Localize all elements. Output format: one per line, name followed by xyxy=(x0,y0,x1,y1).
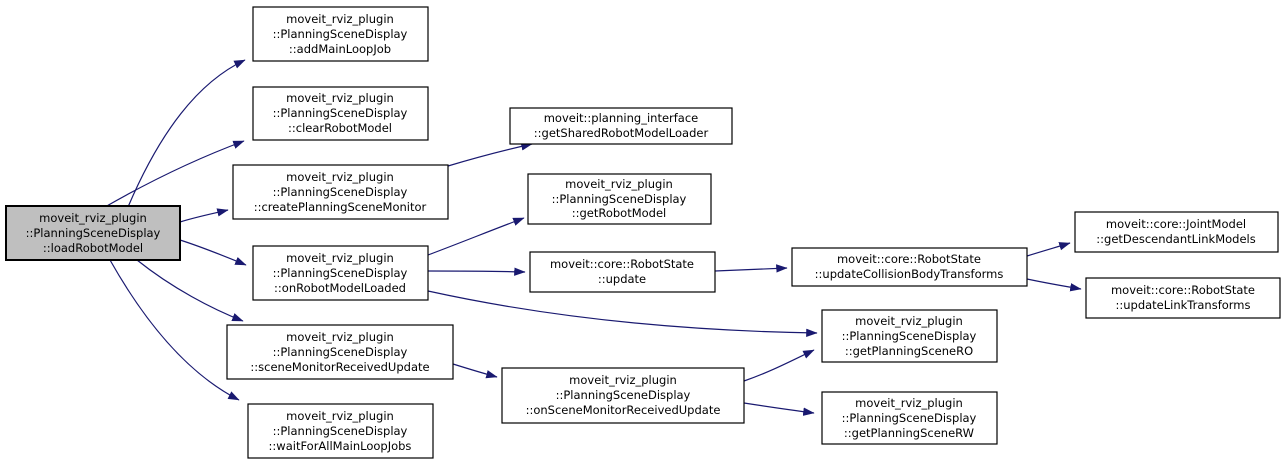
node-label-line: moveit_rviz_plugin xyxy=(286,12,394,26)
node-label-line: ::getPlanningSceneRO xyxy=(845,344,973,358)
node-label-line: ::PlanningSceneDisplay xyxy=(26,226,161,240)
node-label-line: ::getDescendantLinkModels xyxy=(1096,232,1255,246)
node-box[interactable] xyxy=(1074,211,1279,253)
edge-updateCollisionBodyTransforms-getDescendantLinkModels xyxy=(1026,242,1071,257)
edge-loadRobotModel-waitForAllMainLoopJobs xyxy=(109,259,240,401)
node-label-line: moveit_rviz_plugin xyxy=(569,373,677,387)
node-label-line: ::updateLinkTransforms xyxy=(1115,298,1250,312)
node-label-line: moveit_rviz_plugin xyxy=(565,177,673,191)
node-label-line: moveit_rviz_plugin xyxy=(286,409,394,423)
node-label-line: ::waitForAllMainLoopJobs xyxy=(269,439,412,453)
node-load-robot-model[interactable]: moveit_rviz_plugin ::PlanningSceneDispla… xyxy=(5,205,181,261)
node-label-line: ::loadRobotModel xyxy=(43,241,143,255)
node-box[interactable] xyxy=(529,251,716,293)
node-label-line: ::PlanningSceneDisplay xyxy=(273,266,408,280)
node-get-descendant-link-models[interactable]: moveit::core::JointModel ::getDescendant… xyxy=(1074,211,1279,253)
node-box[interactable] xyxy=(527,173,712,225)
node-label-line: ::PlanningSceneDisplay xyxy=(273,424,408,438)
node-box[interactable] xyxy=(252,6,429,62)
edge-onSceneMonitorReceivedUpdate-getPlanningSceneRO xyxy=(743,349,815,382)
node-label-line: moveit_rviz_plugin xyxy=(286,330,394,344)
node-label-line: moveit_rviz_plugin xyxy=(286,170,394,184)
node-label-line: ::PlanningSceneDisplay xyxy=(273,106,408,120)
node-label-line: moveit_rviz_plugin xyxy=(855,396,963,410)
node-label-line: moveit_rviz_plugin xyxy=(855,314,963,328)
node-wait-for-all-main-loop-jobs[interactable]: moveit_rviz_plugin ::PlanningSceneDispla… xyxy=(247,403,434,459)
node-label-line: ::getRobotModel xyxy=(572,206,667,220)
node-label-line: ::addMainLoopJob xyxy=(289,42,391,56)
node-label-line: ::PlanningSceneDisplay xyxy=(556,388,691,402)
edge-update-updateCollisionBodyTransforms xyxy=(714,264,788,273)
edge-layer xyxy=(104,59,1082,416)
node-label-line: ::PlanningSceneDisplay xyxy=(273,185,408,199)
node-box[interactable] xyxy=(5,205,181,261)
edge-onRobotModelLoaded-getPlanningSceneRO xyxy=(427,290,818,338)
node-label-line: ::onSceneMonitorReceivedUpdate xyxy=(526,403,721,417)
node-box[interactable] xyxy=(501,367,745,424)
node-box[interactable] xyxy=(247,403,434,459)
edge-onRobotModelLoaded-update xyxy=(427,267,526,276)
node-box[interactable] xyxy=(232,164,449,220)
node-clear-robot-model[interactable]: moveit_rviz_plugin ::PlanningSceneDispla… xyxy=(252,86,429,141)
node-box[interactable] xyxy=(509,107,733,145)
node-label-line: moveit_rviz_plugin xyxy=(286,91,394,105)
edge-loadRobotModel-createPlanningSceneMonitor xyxy=(179,208,229,223)
edge-createPlanningSceneMonitor-getSharedRobotModelLoader xyxy=(447,142,533,167)
node-label-line: moveit::core::RobotState xyxy=(1111,283,1255,297)
edge-onRobotModelLoaded-getRobotModel xyxy=(427,217,525,256)
node-box[interactable] xyxy=(252,245,429,301)
node-label-line: moveit::core::RobotState xyxy=(550,257,694,271)
node-create-planning-scene-monitor[interactable]: moveit_rviz_plugin ::PlanningSceneDispla… xyxy=(232,164,449,220)
node-label-line: ::sceneMonitorReceivedUpdate xyxy=(250,360,429,374)
edge-loadRobotModel-onRobotModelLoaded xyxy=(179,239,247,266)
edge-updateCollisionBodyTransforms-updateLinkTransforms xyxy=(1026,278,1082,292)
node-label-line: moveit_rviz_plugin xyxy=(39,211,147,225)
node-label-line: ::PlanningSceneDisplay xyxy=(552,192,687,206)
node-label-line: ::createPlanningSceneMonitor xyxy=(254,200,427,214)
node-get-planning-scene-rw[interactable]: moveit_rviz_plugin ::PlanningSceneDispla… xyxy=(821,391,998,445)
node-scene-monitor-received-update[interactable]: moveit_rviz_plugin ::PlanningSceneDispla… xyxy=(226,324,454,380)
edge-onSceneMonitorReceivedUpdate-getPlanningSceneRW xyxy=(743,402,815,416)
node-label-line: ::PlanningSceneDisplay xyxy=(273,27,408,41)
node-label-line: ::PlanningSceneDisplay xyxy=(842,329,977,343)
node-label-line: moveit_rviz_plugin xyxy=(286,251,394,265)
node-box[interactable] xyxy=(252,86,429,141)
node-add-main-loop-job[interactable]: moveit_rviz_plugin ::PlanningSceneDispla… xyxy=(252,6,429,62)
node-label-line: moveit::core::JointModel xyxy=(1106,217,1246,231)
node-box[interactable] xyxy=(226,324,454,380)
node-label-line: moveit::core::RobotState xyxy=(837,252,981,266)
node-on-robot-model-loaded[interactable]: moveit_rviz_plugin ::PlanningSceneDispla… xyxy=(252,245,429,301)
node-label-line: ::updateCollisionBodyTransforms xyxy=(815,267,1004,281)
node-label-line: ::getSharedRobotModelLoader xyxy=(534,126,709,140)
edge-loadRobotModel-addMainLoopJob xyxy=(127,59,246,208)
node-label-line: ::onRobotModelLoaded xyxy=(274,281,406,295)
node-label-line: ::PlanningSceneDisplay xyxy=(842,411,977,425)
node-box[interactable] xyxy=(821,309,998,363)
node-label-line: ::getPlanningSceneRW xyxy=(844,426,974,440)
node-box[interactable] xyxy=(821,391,998,445)
edge-sceneMonitorReceivedUpdate-onSceneMonitorReceivedUpdate xyxy=(452,363,498,379)
node-label-line: ::clearRobotModel xyxy=(288,121,392,135)
edge-loadRobotModel-sceneMonitorReceivedUpdate xyxy=(136,259,244,322)
node-box[interactable] xyxy=(1085,277,1281,319)
node-get-planning-scene-ro[interactable]: moveit_rviz_plugin ::PlanningSceneDispla… xyxy=(821,309,998,363)
node-label-line: ::PlanningSceneDisplay xyxy=(273,345,408,359)
node-label-line: ::update xyxy=(598,272,646,286)
edge-loadRobotModel-clearRobotModel xyxy=(104,140,245,208)
node-robot-state-update[interactable]: moveit::core::RobotState ::update xyxy=(529,251,716,293)
node-on-scene-monitor-received-update[interactable]: moveit_rviz_plugin ::PlanningSceneDispla… xyxy=(501,367,745,424)
node-update-collision-body-transforms[interactable]: moveit::core::RobotState ::updateCollisi… xyxy=(791,247,1028,287)
node-label-line: moveit::planning_interface xyxy=(544,111,699,125)
node-get-robot-model[interactable]: moveit_rviz_plugin ::PlanningSceneDispla… xyxy=(527,173,712,225)
node-box[interactable] xyxy=(791,247,1028,287)
node-update-link-transforms[interactable]: moveit::core::RobotState ::updateLinkTra… xyxy=(1085,277,1281,319)
node-get-shared-robot-model-loader[interactable]: moveit::planning_interface ::getSharedRo… xyxy=(509,107,733,145)
